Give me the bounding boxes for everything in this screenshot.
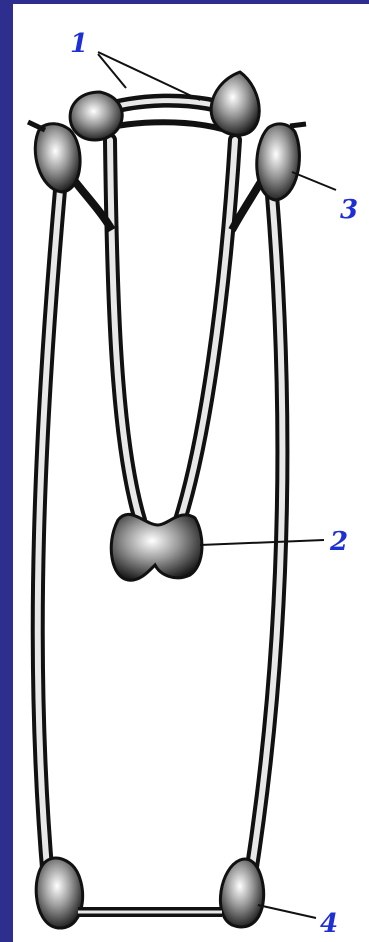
cell-illustration: 1 2 3 4 <box>13 4 369 942</box>
top-right-knob <box>211 72 259 135</box>
label-3: 3 <box>340 195 358 225</box>
inner-left-rod <box>110 140 140 520</box>
upper-right-corner-knob <box>257 124 306 200</box>
left-outer-rod <box>38 190 60 880</box>
right-outer-rod <box>250 195 282 880</box>
bottom-left-knob <box>36 858 82 928</box>
top-left-knob <box>70 92 122 140</box>
upper-left-corner-knob <box>28 122 80 192</box>
middle-knob <box>111 514 202 580</box>
label-4: 4 <box>320 909 338 939</box>
label-2: 2 <box>329 527 348 557</box>
label-1: 1 <box>70 29 88 59</box>
bottom-right-knob <box>220 859 263 927</box>
drawing-canvas: 1 2 3 4 <box>13 4 369 942</box>
inner-right-rod <box>180 140 235 520</box>
